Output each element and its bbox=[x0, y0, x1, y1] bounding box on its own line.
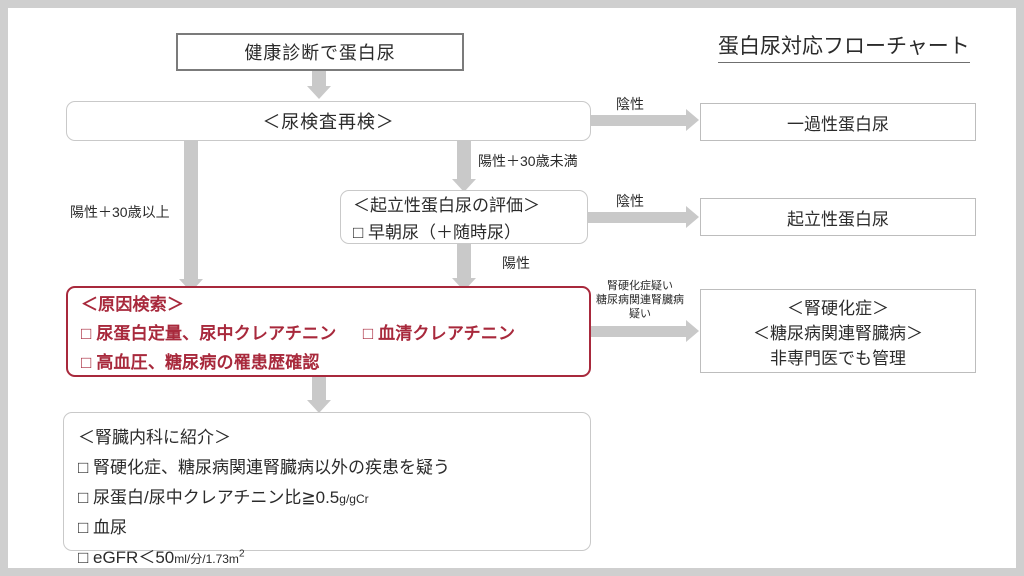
node-cause-search-item-2: □ 血清クレアチニン bbox=[362, 324, 516, 343]
node-nonspecialist-line-2: ＜糖尿病関連腎臓病＞ bbox=[753, 323, 923, 343]
edge-label-retest-positive-under30: 陽性＋30歳未満 bbox=[478, 153, 578, 169]
edge-label-suspect-line-2: 糖尿病関連腎臓病 bbox=[596, 294, 684, 306]
arrow-cause-to-referral-head bbox=[307, 400, 331, 413]
node-nonspecialist-line-3: 非専門医でも管理 bbox=[770, 348, 906, 368]
edge-label-ortho-negative: 陰性 bbox=[616, 193, 644, 209]
node-screening: 健康診断で蛋白尿 bbox=[176, 33, 464, 71]
node-transient-proteinuria: 一過性蛋白尿 bbox=[700, 103, 976, 141]
node-cause-search-item-1: □ 尿蛋白定量、尿中クレアチニン bbox=[81, 324, 337, 343]
arrow-retest-to-ortho-head bbox=[452, 179, 476, 192]
node-nonspecialist-management: ＜腎硬化症＞ ＜糖尿病関連腎臓病＞ 非専門医でも管理 bbox=[700, 289, 976, 373]
node-nephrology-referral: ＜腎臓内科に紹介＞ □ 腎硬化症、糖尿病関連腎臓病以外の疾患を疑う □ 尿蛋白/… bbox=[63, 412, 591, 567]
arrow-ortho-to-orthostatic-head bbox=[686, 206, 699, 228]
node-orthostatic-proteinuria-label: 起立性蛋白尿 bbox=[787, 209, 889, 229]
arrow-retest-to-transient-head bbox=[686, 109, 699, 131]
node-referral-item-4-text: □ eGFR＜50 bbox=[78, 548, 175, 567]
edge-label-suspect-line-1: 腎硬化症疑い bbox=[607, 280, 673, 292]
node-cause-search-heading: ＜原因検索＞ bbox=[81, 295, 185, 314]
page-title: 蛋白尿対応フローチャート bbox=[718, 30, 970, 63]
node-referral-item-4-unit: ml/分/1.73m bbox=[174, 552, 239, 566]
node-cause-search-item-3: □ 高血圧、糖尿病の罹患歴確認 bbox=[81, 353, 320, 372]
edge-label-suspect-line-3: 疑い bbox=[629, 308, 651, 320]
node-transient-proteinuria-label: 一過性蛋白尿 bbox=[787, 114, 889, 134]
node-nonspecialist-line-1: ＜腎硬化症＞ bbox=[787, 298, 889, 318]
arrow-screening-to-retest-head bbox=[307, 86, 331, 99]
arrow-ortho-to-cause-shaft bbox=[457, 244, 471, 280]
arrow-cause-to-nonspecialist-shaft bbox=[591, 326, 687, 337]
edge-label-ortho-positive: 陽性 bbox=[502, 255, 530, 271]
arrow-screening-to-retest-shaft bbox=[312, 71, 326, 88]
arrow-retest-to-ortho-shaft bbox=[457, 141, 471, 181]
node-cause-search: ＜原因検索＞ □ 尿蛋白定量、尿中クレアチニン □ 血清クレアチニン □ 高血圧… bbox=[66, 286, 591, 377]
node-urine-retest: ＜尿検査再検＞ bbox=[66, 101, 591, 141]
node-orthostatic-evaluation-item-1: □ 早朝尿（＋随時尿） bbox=[353, 223, 521, 242]
node-referral-heading: ＜腎臓内科に紹介＞ bbox=[78, 428, 231, 447]
edge-label-retest-positive-over30: 陽性＋30歳以上 bbox=[70, 204, 170, 220]
arrow-retest-to-transient-shaft bbox=[591, 115, 687, 126]
arrow-cause-to-nonspecialist-head bbox=[686, 320, 699, 342]
node-referral-item-2-unit: g/gCr bbox=[339, 492, 369, 506]
flowchart-canvas: 蛋白尿対応フローチャート 健康診断で蛋白尿 ＜尿検査再検＞ 陰性 一過性蛋白尿 … bbox=[8, 8, 1016, 568]
edge-label-retest-negative: 陰性 bbox=[616, 96, 644, 112]
arrow-retest-to-cause-shaft bbox=[184, 141, 198, 281]
node-urine-retest-label: ＜尿検査再検＞ bbox=[262, 112, 395, 132]
node-orthostatic-evaluation: ＜起立性蛋白尿の評価＞ □ 早朝尿（＋随時尿） bbox=[340, 190, 588, 244]
arrow-ortho-to-orthostatic-shaft bbox=[588, 212, 687, 223]
node-orthostatic-proteinuria: 起立性蛋白尿 bbox=[700, 198, 976, 236]
node-referral-item-2-text: □ 尿蛋白/尿中クレアチニン比≧0.5 bbox=[78, 488, 340, 507]
node-orthostatic-evaluation-heading: ＜起立性蛋白尿の評価＞ bbox=[353, 196, 540, 215]
node-referral-item-3: □ 血尿 bbox=[78, 518, 127, 537]
arrow-cause-to-referral-shaft bbox=[312, 377, 326, 402]
node-screening-label: 健康診断で蛋白尿 bbox=[244, 43, 396, 63]
node-referral-item-4-superscript: 2 bbox=[238, 548, 245, 560]
node-referral-item-1: □ 腎硬化症、糖尿病関連腎臓病以外の疾患を疑う bbox=[78, 458, 450, 477]
